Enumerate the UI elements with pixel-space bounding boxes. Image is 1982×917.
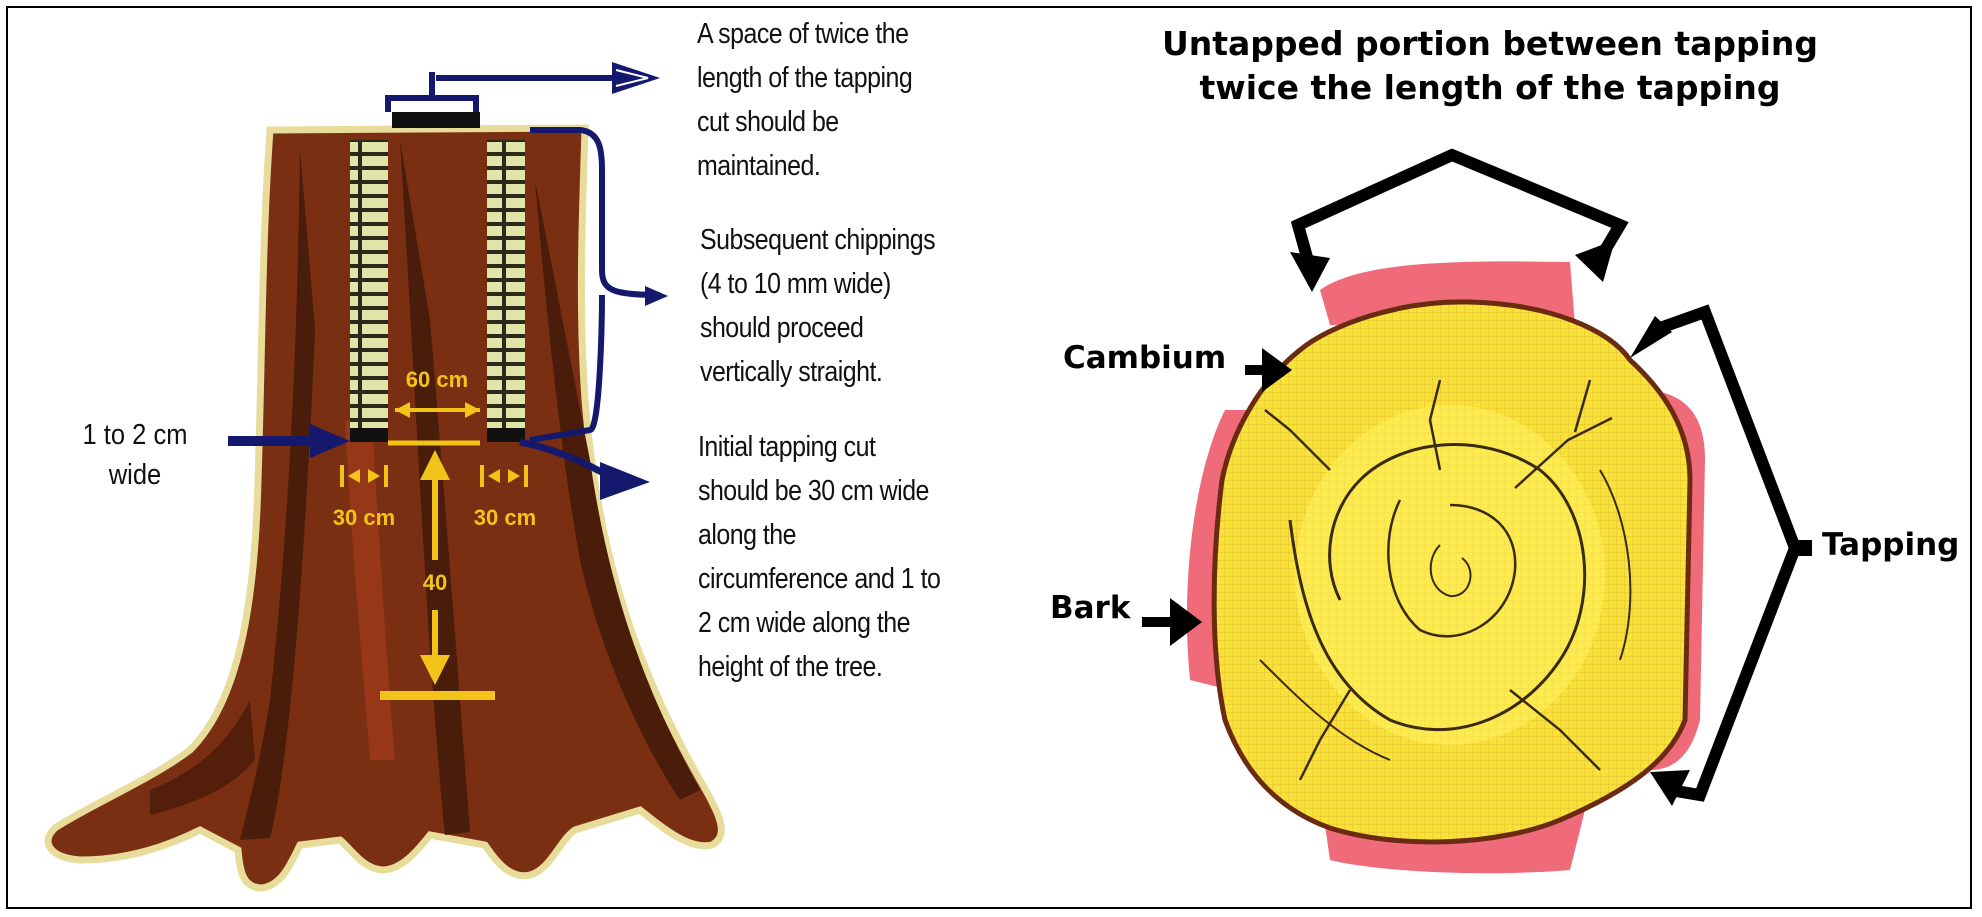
space-arrowhead [612,62,660,94]
note-line: should proceed [700,312,864,344]
cut-dim-left-marks [340,465,388,487]
note-line: Initial tapping cut [698,431,876,463]
cut-dim-label-left: 30 cm [333,505,395,530]
note-line: cut should be [697,106,839,138]
cambium-label: Cambium [1063,340,1227,376]
note-line: circumference and 1 to [698,563,941,595]
cut-mark-left [350,428,388,442]
tapping-bracket [1657,304,1802,802]
tapping-arrow-top [1630,316,1672,358]
tapping-panel-right [487,140,525,430]
width-arrowhead [310,424,350,458]
untapped-arrow-left [1290,252,1330,292]
note-line: length of the tapping [697,62,913,94]
title-line: twice the length of the tapping [1199,68,1781,107]
cross-section [1186,261,1705,874]
note-line: along the [698,519,797,551]
height-dim-label: 40 [423,570,447,595]
chippings-brace [529,127,661,443]
note-line: vertically straight. [700,356,883,388]
note-line: 2 cm wide along the [698,607,911,639]
trunk-streak [535,180,700,800]
note-initial: Initial tapping cut should be 30 cm wide… [698,425,941,689]
trunk-streak [345,420,395,760]
trunk-streak [240,150,315,840]
note-space: A space of twice the length of the tappi… [697,12,913,188]
width-label: 1 to 2 cm wide [65,415,206,495]
note-line: Subsequent chippings [700,224,936,256]
cross-section-title: Untapped portion between tapping twice t… [1110,22,1870,110]
tapping-panel-left [350,140,388,430]
cambium-pointer [1245,365,1273,375]
gap-dim-label: 60 cm [406,367,468,392]
width-label-line: 1 to 2 cm [82,419,188,451]
space-pointer [385,72,612,112]
untapped-arch [1290,148,1629,270]
note-line: A space of twice the [697,18,909,50]
tapping-arrow-bottom [1650,770,1690,806]
note-chippings: Subsequent chippings (4 to 10 mm wide) s… [700,218,936,394]
note-line: height of the tree. [698,651,883,683]
untapped-arrow-right [1575,240,1615,282]
tapping-label: Tapping [1822,527,1960,563]
title-line: Untapped portion between tapping [1161,24,1819,63]
bark-pointer [1142,617,1182,627]
note-line: maintained. [697,150,821,182]
trunk-streak [150,700,255,815]
cut-dim-right-marks [480,465,528,487]
cut-dim-label-right: 30 cm [474,505,536,530]
initial-arrowhead [600,462,650,500]
top-bar [392,112,480,128]
cut-mark-right [487,428,525,442]
width-label-line: wide [108,459,162,491]
note-line: should be 30 cm wide [698,475,929,507]
chippings-arrowhead [645,286,668,306]
note-line: (4 to 10 mm wide) [700,268,891,300]
bark-label: Bark [1050,590,1131,626]
